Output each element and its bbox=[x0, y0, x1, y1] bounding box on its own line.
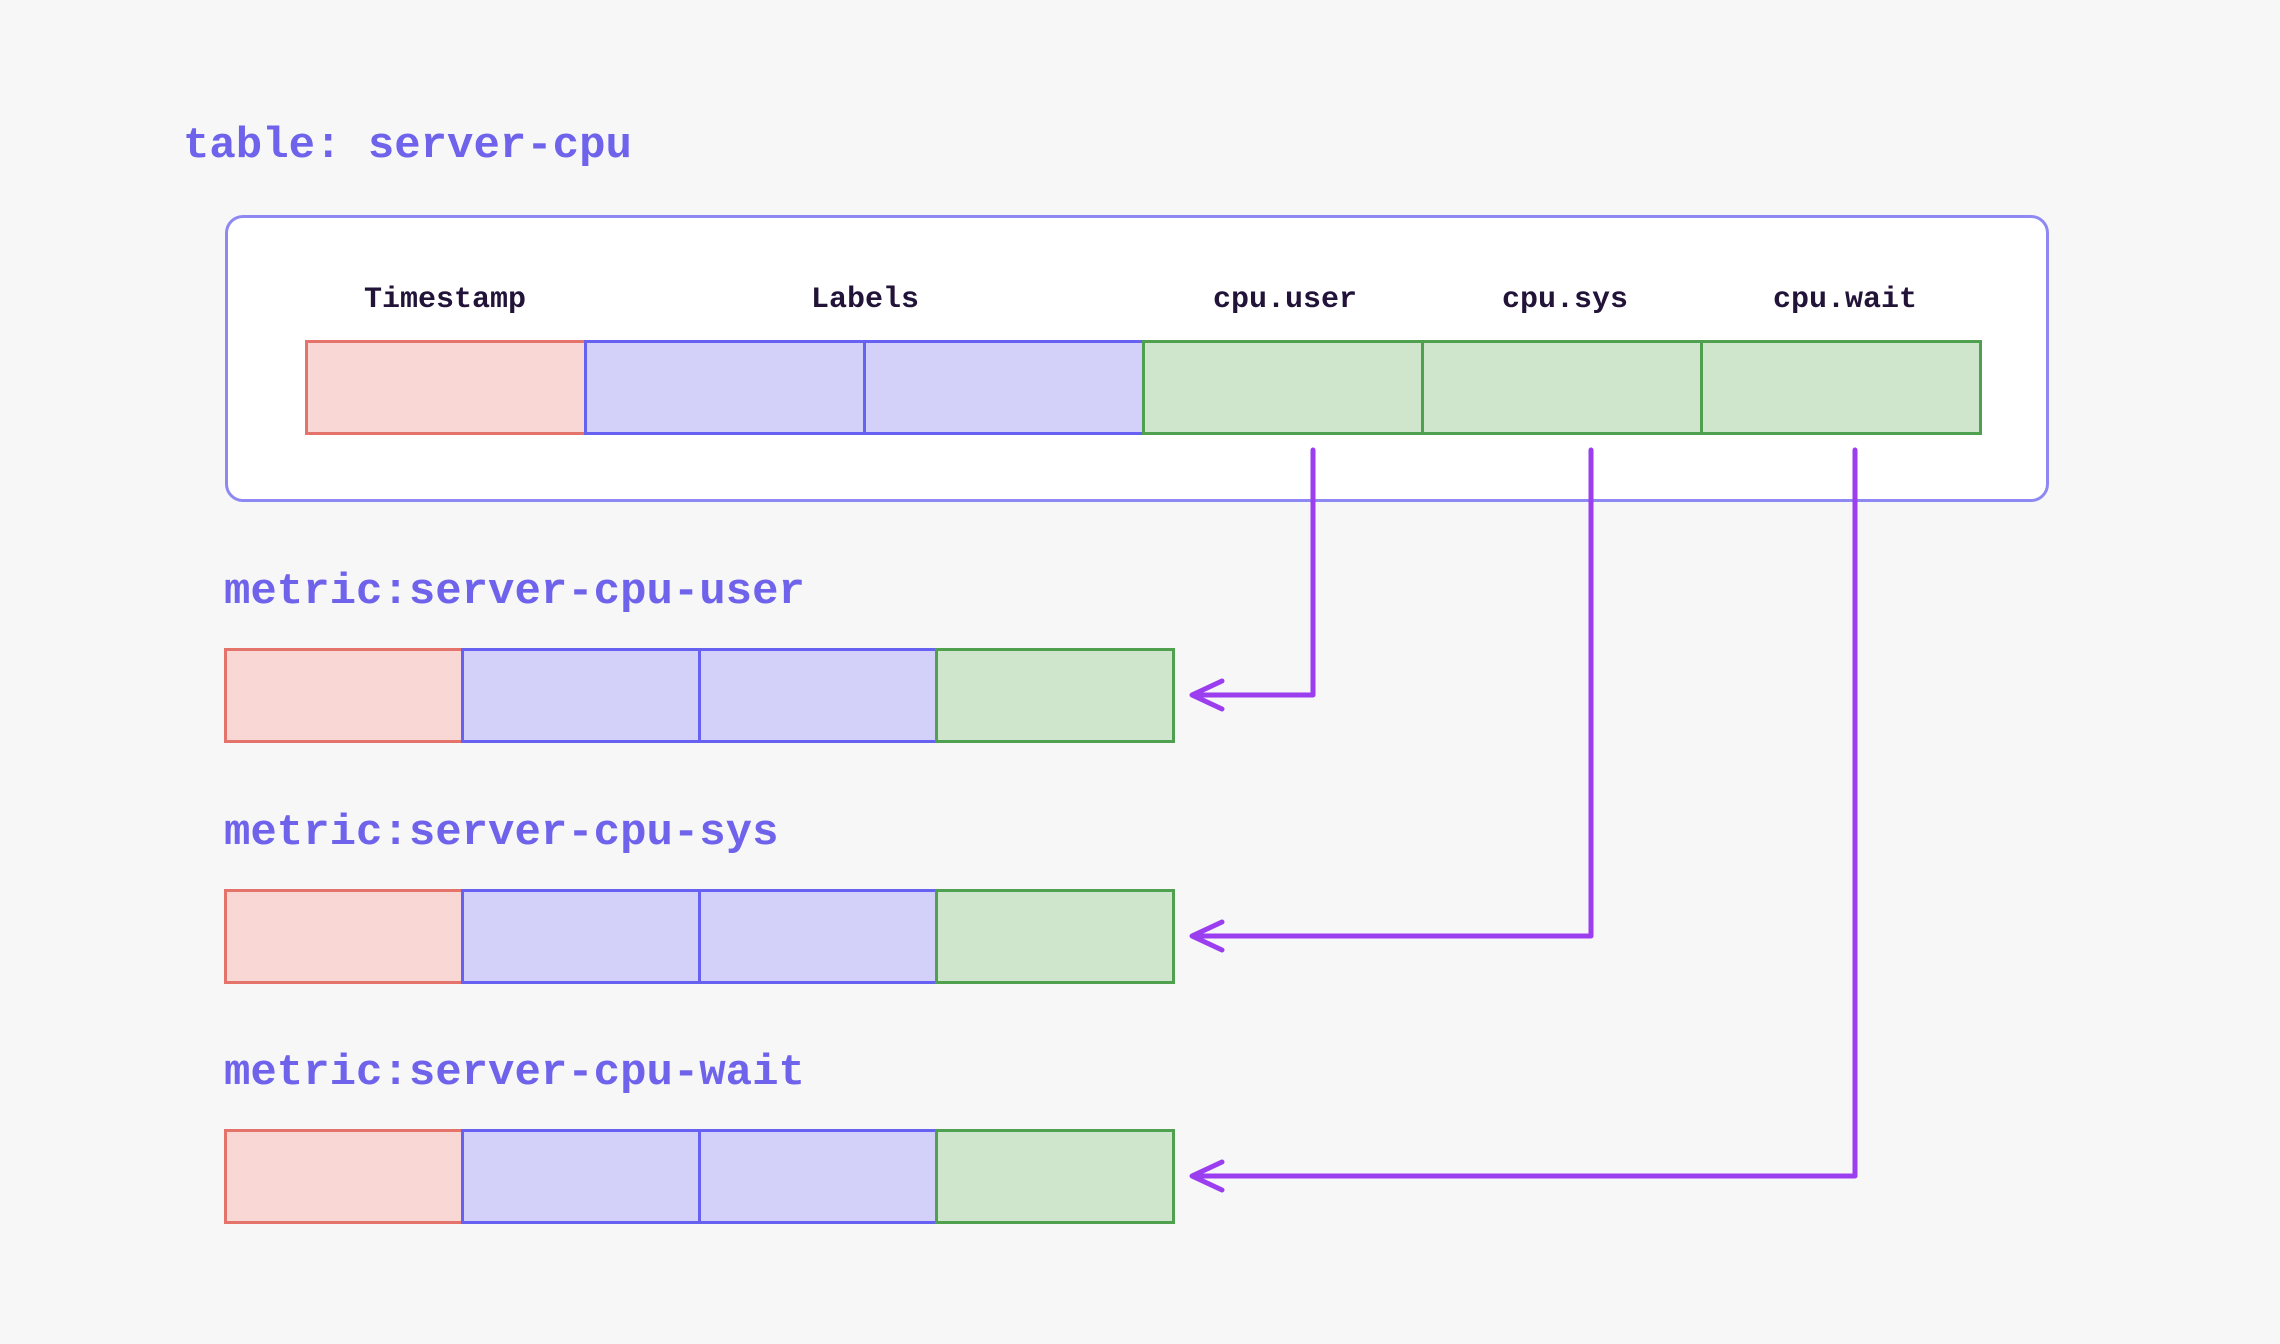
column-header-cpu-wait: cpu.wait bbox=[1772, 283, 1918, 317]
metric-row-sys bbox=[224, 889, 1175, 984]
arrow-cpu-wait-to-metric bbox=[1189, 447, 1858, 1193]
metric-wait-cell-value bbox=[935, 1129, 1175, 1224]
table-cell-cpu-wait bbox=[1700, 340, 1982, 435]
metric-sys-cell-timestamp bbox=[224, 889, 464, 984]
metric-user-cell-label-1 bbox=[461, 648, 701, 743]
metric-label-wait: metric:server-cpu-wait bbox=[224, 1048, 805, 1098]
table-cell-label-1 bbox=[584, 340, 866, 435]
metric-user-cell-value bbox=[935, 648, 1175, 743]
metric-user-cell-timestamp bbox=[224, 648, 464, 743]
metric-label-sys: metric:server-cpu-sys bbox=[224, 808, 779, 858]
table-row bbox=[305, 340, 1982, 435]
metric-row-wait bbox=[224, 1129, 1175, 1224]
arrow-cpu-sys-to-metric bbox=[1189, 447, 1594, 953]
column-header-cpu-sys: cpu.sys bbox=[1501, 283, 1629, 317]
column-header-labels: Labels bbox=[810, 283, 920, 317]
metric-wait-cell-label-1 bbox=[461, 1129, 701, 1224]
metric-wait-cell-timestamp bbox=[224, 1129, 464, 1224]
metric-sys-cell-label-2 bbox=[698, 889, 938, 984]
metric-row-user bbox=[224, 648, 1175, 743]
table-cell-label-2 bbox=[863, 340, 1145, 435]
metric-sys-cell-label-1 bbox=[461, 889, 701, 984]
metric-user-cell-label-2 bbox=[698, 648, 938, 743]
column-header-cpu-user: cpu.user bbox=[1212, 283, 1358, 317]
table-cell-cpu-sys bbox=[1421, 340, 1703, 435]
table-cell-cpu-user bbox=[1142, 340, 1424, 435]
column-header-timestamp: Timestamp bbox=[363, 283, 527, 317]
metric-label-user: metric:server-cpu-user bbox=[224, 567, 805, 617]
table-cell-timestamp bbox=[305, 340, 587, 435]
metric-sys-cell-value bbox=[935, 889, 1175, 984]
page-title: table: server-cpu bbox=[183, 121, 632, 171]
metric-wait-cell-label-2 bbox=[698, 1129, 938, 1224]
